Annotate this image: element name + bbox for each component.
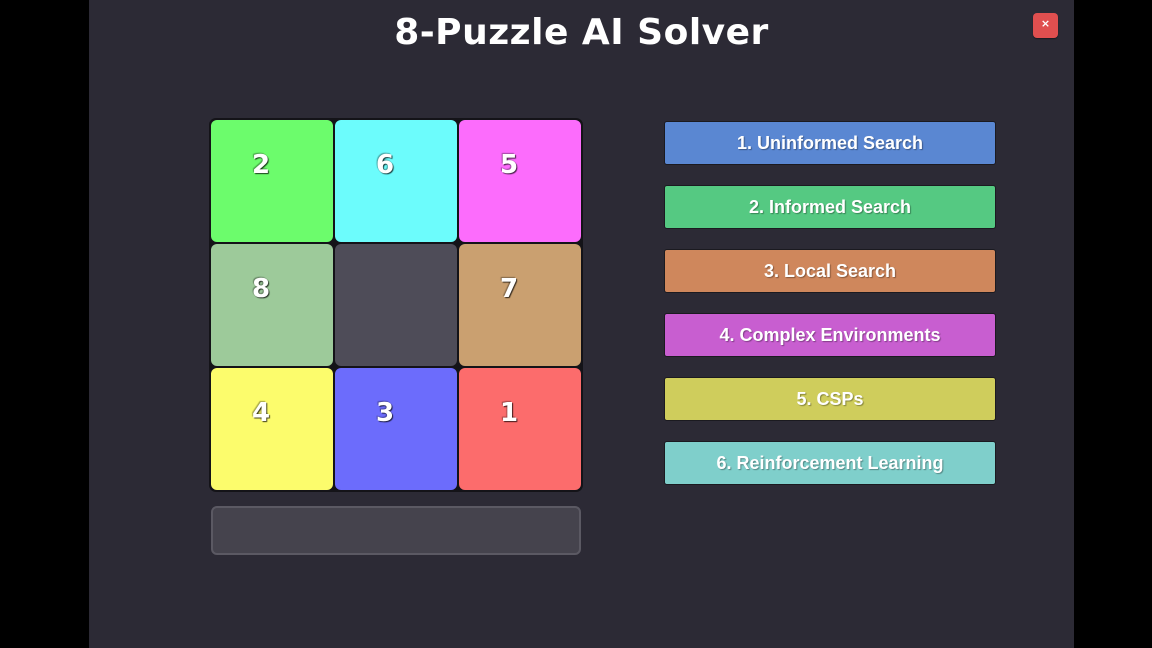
- puzzle-tile[interactable]: 2: [211, 120, 333, 242]
- puzzle-tile[interactable]: 1: [459, 368, 581, 490]
- tile-number: 7: [499, 274, 519, 304]
- tile-number: 8: [251, 274, 271, 304]
- tile-number: 2: [251, 150, 271, 180]
- tile-number: 4: [251, 398, 271, 428]
- puzzle-tile[interactable]: 3: [335, 368, 457, 490]
- puzzle-tile[interactable]: 5: [459, 120, 581, 242]
- reinforcement-learning-button[interactable]: 6. Reinforcement Learning: [664, 441, 996, 485]
- complex-environments-button[interactable]: 4. Complex Environments: [664, 313, 996, 357]
- csps-button[interactable]: 5. CSPs: [664, 377, 996, 421]
- status-box: [211, 506, 581, 555]
- informed-search-button[interactable]: 2. Informed Search: [664, 185, 996, 229]
- tile-number: 5: [499, 150, 519, 180]
- app-window: 8-Puzzle AI Solver × 2 6 5 8 7 4 3 1 1. …: [89, 0, 1074, 648]
- puzzle-board: 2 6 5 8 7 4 3 1: [209, 118, 583, 492]
- puzzle-tile[interactable]: 4: [211, 368, 333, 490]
- puzzle-tile[interactable]: 6: [335, 120, 457, 242]
- puzzle-tile[interactable]: 7: [459, 244, 581, 366]
- empty-tile: [335, 244, 457, 366]
- close-button[interactable]: ×: [1033, 13, 1058, 38]
- tile-number: 6: [375, 150, 395, 180]
- tile-number: 1: [499, 398, 519, 428]
- puzzle-tile[interactable]: 8: [211, 244, 333, 366]
- tile-number: 3: [375, 398, 395, 428]
- local-search-button[interactable]: 3. Local Search: [664, 249, 996, 293]
- page-title: 8-Puzzle AI Solver: [394, 12, 769, 53]
- uninformed-search-button[interactable]: 1. Uninformed Search: [664, 121, 996, 165]
